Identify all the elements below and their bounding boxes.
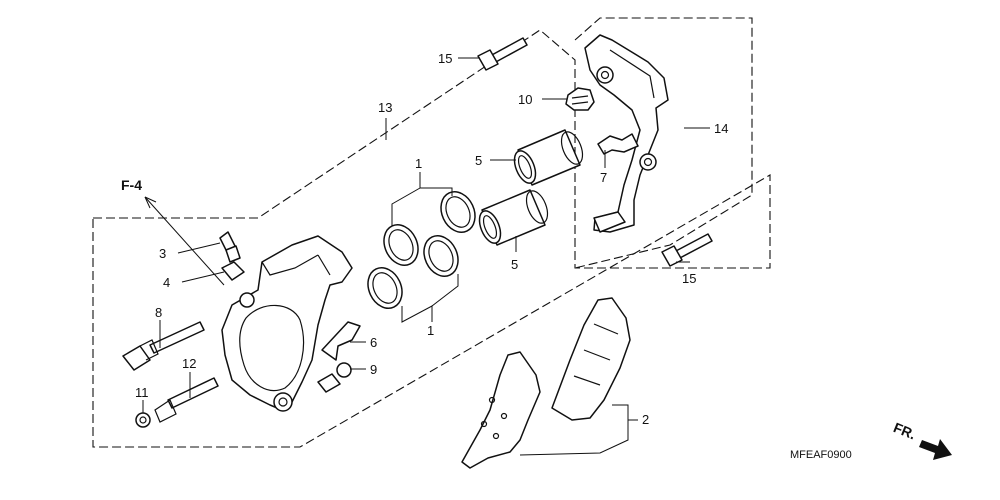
pin-boot[interactable]	[135, 412, 151, 428]
callout-3: 3	[159, 246, 166, 261]
pin-bolt[interactable]	[122, 321, 205, 371]
callout-4: 4	[163, 275, 170, 290]
piston-seal-lower-right[interactable]	[418, 230, 465, 282]
callout-7: 7	[600, 170, 607, 185]
piston-lower[interactable]	[475, 188, 551, 246]
plug-bolt[interactable]	[317, 362, 352, 393]
bracket-boot[interactable]	[565, 87, 595, 111]
caliper-bracket[interactable]	[584, 34, 669, 233]
pad-retainer[interactable]	[597, 133, 639, 155]
bleed-cap[interactable]	[221, 261, 245, 281]
callout-6: 6	[370, 335, 377, 350]
bracket-bolt-upper[interactable]	[477, 37, 528, 71]
front-direction-indicator: FR.	[891, 419, 952, 460]
piston-seal-lower-left[interactable]	[362, 262, 409, 314]
leader-lines	[142, 57, 710, 456]
callout-5-upper: 5	[475, 153, 482, 168]
reference-label: F-4	[121, 177, 142, 193]
callout-15-upper: 15	[438, 51, 452, 66]
brake-pad-outer[interactable]	[461, 351, 541, 469]
caliper-body[interactable]	[221, 235, 353, 412]
callout-1-upper: 1	[415, 156, 422, 171]
callout-2: 2	[642, 412, 649, 427]
callout-5-lower: 5	[511, 257, 518, 272]
callout-9: 9	[370, 362, 377, 377]
piston-seal-upper-left[interactable]	[378, 219, 425, 271]
pin-bolt-long[interactable]	[154, 377, 219, 423]
callout-15-lower: 15	[682, 271, 696, 286]
callout-12: 12	[182, 356, 196, 371]
callout-10: 10	[518, 92, 532, 107]
brake-pad-inner[interactable]	[551, 297, 631, 421]
piston-seal-upper-right[interactable]	[435, 186, 482, 238]
callout-13: 13	[378, 100, 392, 115]
callout-1-lower: 1	[427, 323, 434, 338]
caliper-assembly-outline	[92, 29, 771, 448]
front-arrow-icon	[919, 439, 952, 460]
bleed-screw[interactable]	[219, 231, 241, 263]
pad-spring[interactable]	[321, 321, 361, 361]
bracket-bolt-lower[interactable]	[661, 233, 713, 267]
callout-8: 8	[155, 305, 162, 320]
piston-upper[interactable]	[510, 129, 586, 186]
callout-11: 11	[135, 385, 149, 400]
bracket-assembly-outline	[574, 17, 753, 269]
diagram-code: MFEAF0900	[790, 449, 852, 461]
direction-label: FR.	[891, 419, 918, 442]
callout-14: 14	[714, 121, 728, 136]
